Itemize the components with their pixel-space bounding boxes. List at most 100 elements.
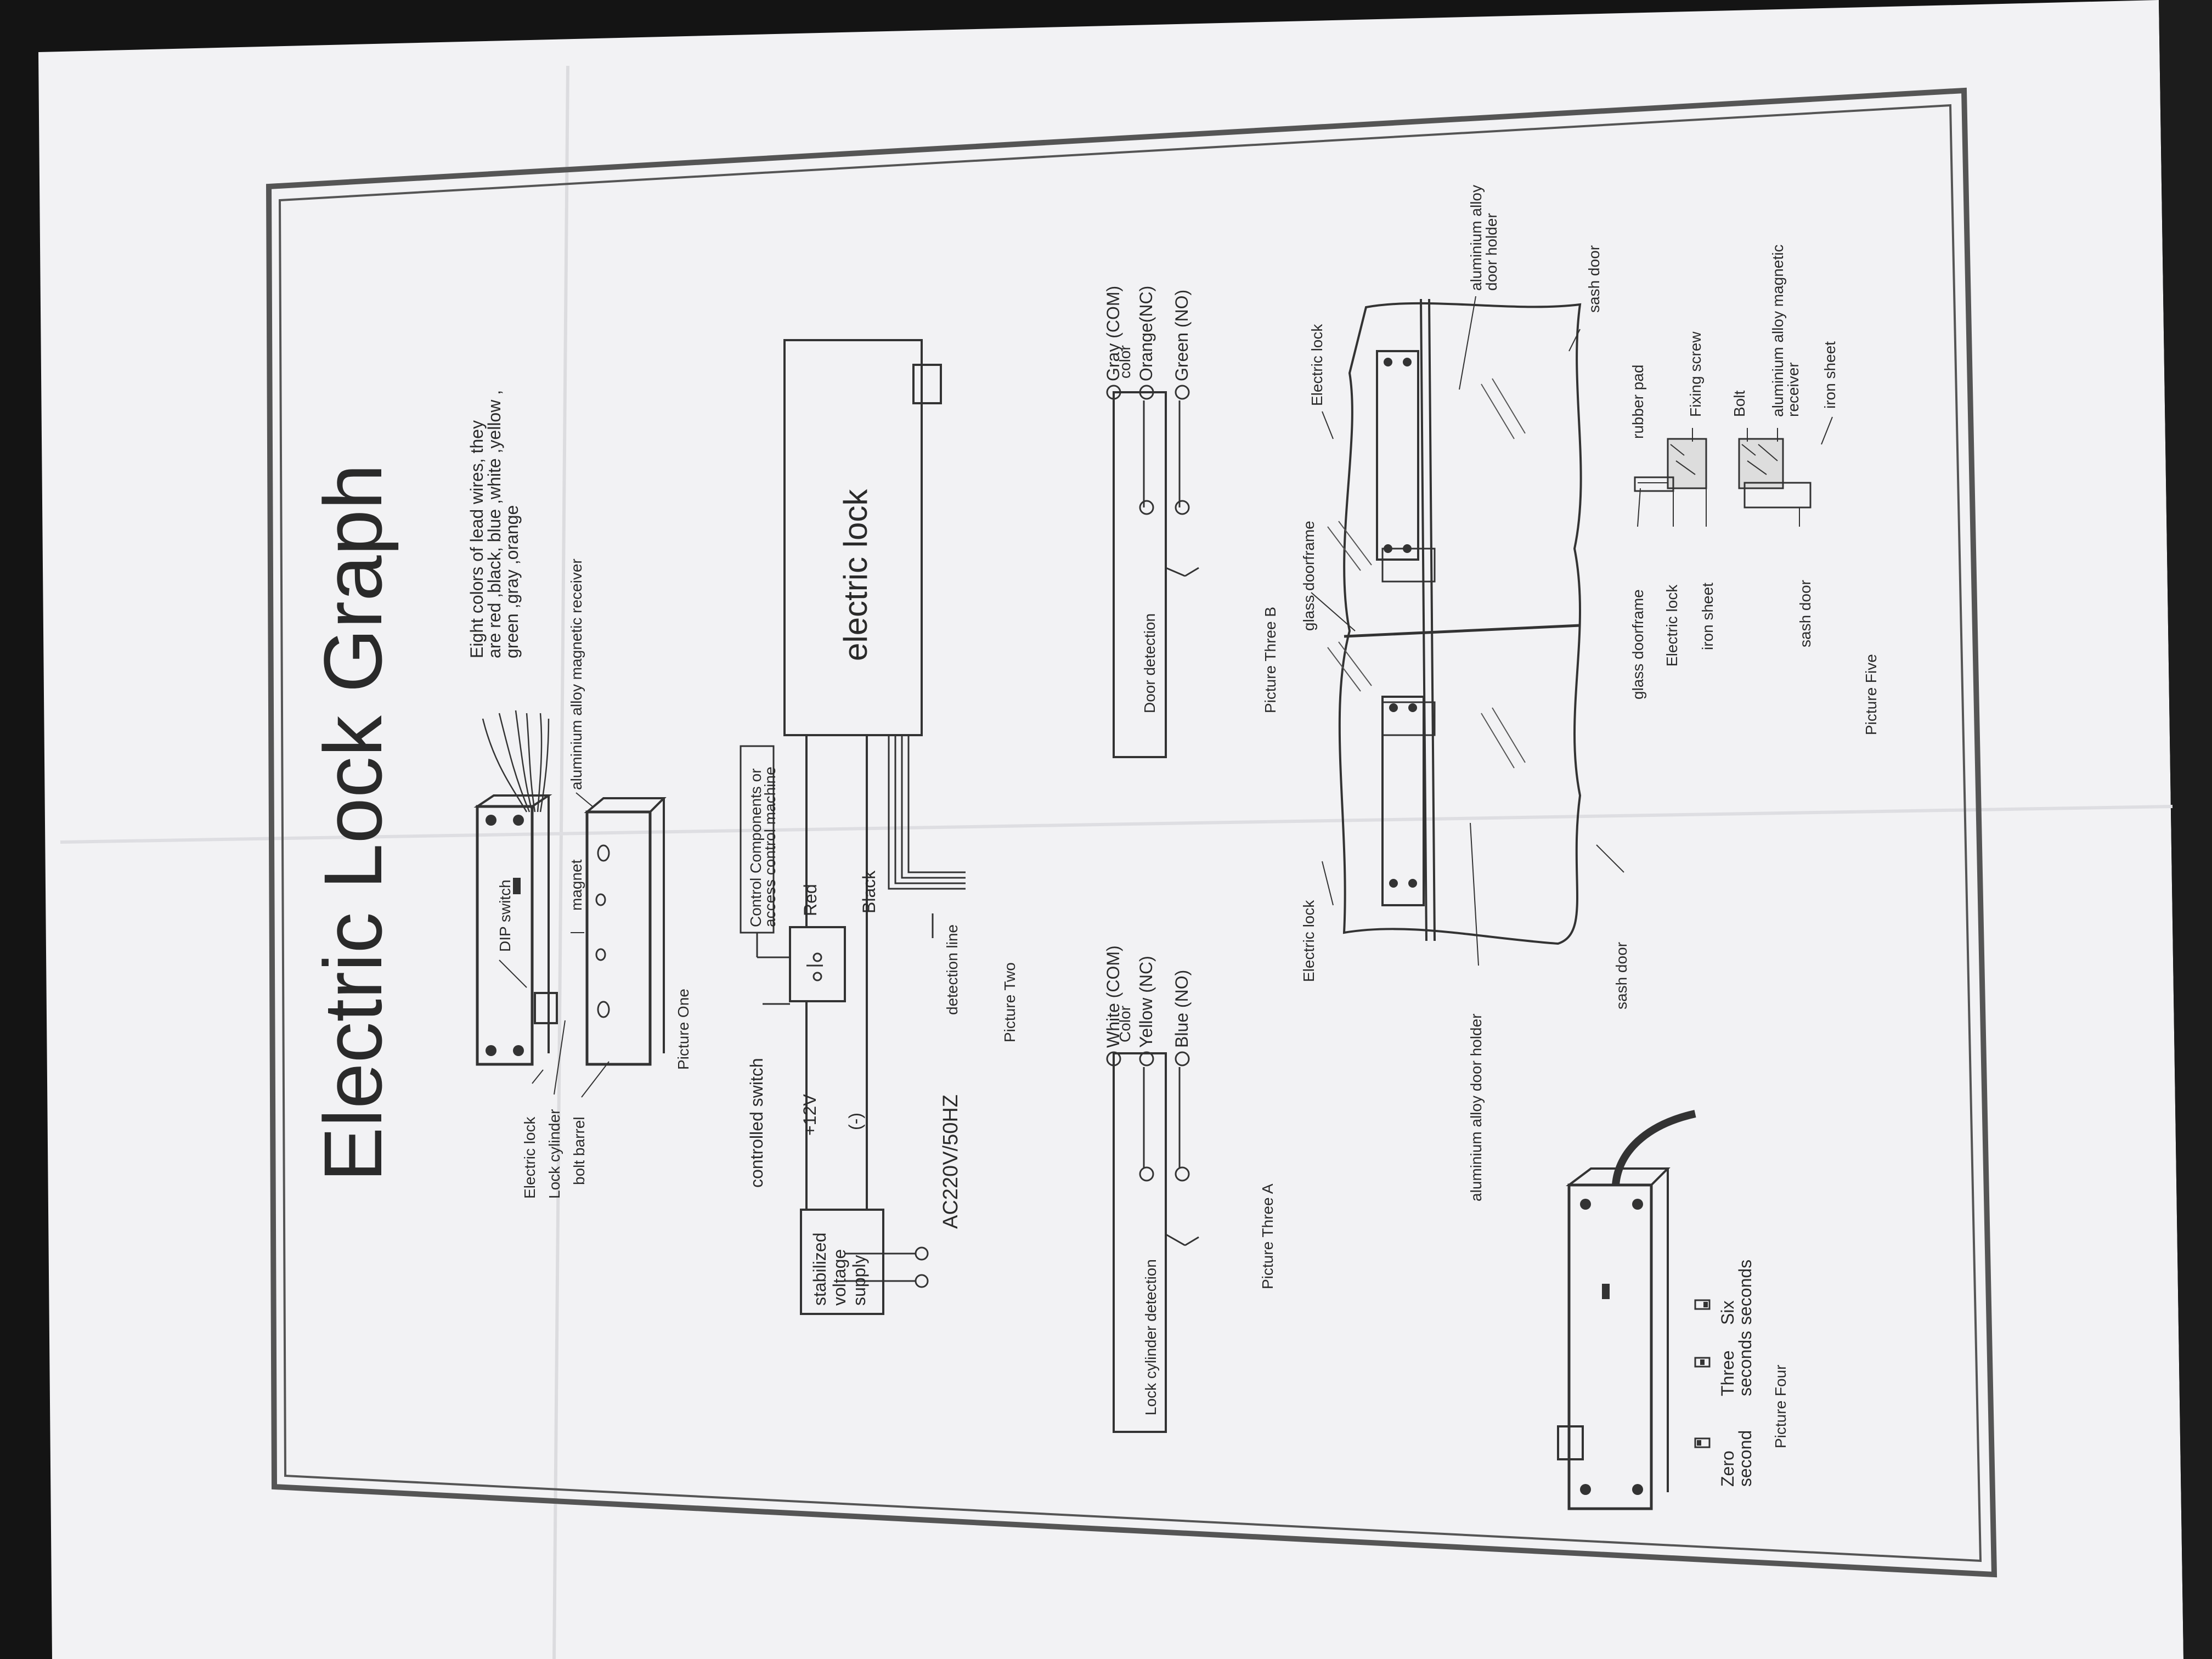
page-title: Electric Lock Graph [307, 464, 399, 1182]
timer-switch-six [1694, 1299, 1711, 1310]
label-dip-switch: DIP switch [496, 879, 514, 952]
screw-icon [1389, 703, 1398, 712]
label-electric-lock-5: Electric lock [1663, 584, 1680, 667]
screw-icon [1403, 358, 1412, 366]
label-detection-line: detection line [944, 924, 961, 1015]
leader-line [581, 1061, 610, 1098]
label-plus12v: +12V [800, 1094, 820, 1136]
leader-line [1322, 861, 1334, 906]
lead-wires [482, 710, 550, 812]
label-minus: (-) [845, 1113, 865, 1130]
paper-sheet [38, 0, 2183, 1659]
picture-five-diagram [1634, 416, 1833, 527]
label-electric-lock-right: Electric lock [1308, 324, 1325, 406]
label-control-components-2: access control machine [761, 766, 778, 927]
picture-five-caption: Picture Five [1863, 654, 1880, 735]
terminal-nc [1139, 1051, 1154, 1066]
leader-line [1311, 592, 1356, 631]
label-bolt-barrel: bolt barrel [571, 1116, 588, 1185]
leader-line [554, 1020, 566, 1095]
timer-switch-three-nub [1700, 1359, 1705, 1365]
terminal-no [1175, 1051, 1190, 1066]
label-electric-lock-box: electric lock [837, 489, 874, 661]
terminal-nc-end [1139, 500, 1154, 515]
label-supply-3: supply [849, 1255, 869, 1306]
lock-unit-cable [1612, 1110, 1696, 1186]
receiver-hole [597, 844, 610, 862]
screw-icon [1580, 1199, 1591, 1210]
picture-two-diagram [740, 339, 966, 1315]
label-control-components-1: Control Components or [747, 769, 764, 927]
terminal-no-end [1175, 500, 1190, 515]
leader-line [1596, 844, 1624, 873]
timer-switch-three [1694, 1357, 1711, 1368]
lock-plate-lower [1381, 696, 1425, 906]
label-timer-three-1: Three [1718, 1350, 1737, 1396]
leader-line [1459, 296, 1476, 390]
lock-cylinder-detection-box [1113, 1052, 1167, 1433]
label-timer-three-2: seconds [1735, 1331, 1755, 1396]
detection-wires [888, 735, 966, 890]
terminal-no [1175, 385, 1190, 400]
label-electric-lock: Electric lock [521, 1116, 538, 1199]
label-supply-1: stabilized [810, 1233, 830, 1306]
label-wire-gray: Gray (COM) [1103, 286, 1123, 381]
label-alu-door-holder-right-1: aluminium alloy [1468, 185, 1485, 291]
label-ac-line: AC220V/50HZ [939, 1094, 962, 1229]
cross-section-bar [1743, 482, 1812, 509]
label-electric-lock-left: Electric lock [1300, 900, 1317, 982]
label-wire-blue: Blue (NO) [1172, 970, 1192, 1048]
leader-line [1322, 411, 1334, 439]
receiver-hole [597, 1001, 610, 1018]
terminal-nc [1139, 385, 1154, 400]
picture-one-caption: Picture One [675, 989, 692, 1070]
label-timer-zero-2: second [1735, 1430, 1755, 1487]
receiver-hole [595, 948, 606, 961]
screw-icon [486, 1045, 496, 1056]
frame-vertical-b [1428, 298, 1436, 941]
label-magnet: magnet [568, 859, 585, 911]
switch-lever [1165, 1233, 1199, 1246]
door-installation-diagram [1311, 296, 1624, 966]
switch-node [812, 952, 822, 962]
label-lock-cylinder-detection: Lock cylinder detection [1142, 1259, 1159, 1415]
label-glass-doorframe: glass doorframe [1300, 521, 1317, 631]
label-red: Red [800, 884, 820, 916]
leader-line [1568, 329, 1581, 352]
picture-four-caption: Picture Four [1772, 1365, 1789, 1449]
outer-frame [266, 87, 1997, 1578]
label-sash-door-5: sash door [1797, 580, 1814, 647]
label-glass-doorframe-5: glass doorframe [1629, 589, 1646, 699]
terminal-node [915, 1246, 929, 1261]
picture-one-diagram [473, 710, 667, 1098]
paper-shadow [2159, 0, 2212, 1659]
leader-line [1821, 416, 1833, 445]
screw-icon [1384, 358, 1392, 366]
label-alu-door-holder-left: aluminium alloy door holder [1468, 1014, 1485, 1201]
leader-line [499, 960, 527, 988]
frame-horizontal [1344, 624, 1581, 638]
screw-icon [1632, 1484, 1643, 1495]
label-bolt: Bolt [1731, 391, 1748, 417]
label-magnetic-receiver-5-1: aluminium alloy magnetic [1769, 245, 1786, 417]
label-color-b: color [1116, 345, 1133, 379]
label-wire-green: Green (NO) [1172, 290, 1192, 381]
label-magnetic-receiver-5-2: receiver [1785, 362, 1802, 417]
label-sash-door-right: sash door [1585, 245, 1602, 313]
label-iron-sheet: iron sheet [1699, 583, 1716, 650]
lock-cylinder-shape [534, 992, 558, 1024]
timer-switch-six-nub [1703, 1302, 1708, 1307]
wire-colors-note-2: are red ,black, blue ,white ,yellow , [484, 390, 504, 658]
leader-line [1637, 488, 1641, 527]
label-controlled-switch: controlled switch [747, 1058, 766, 1188]
cross-section-hatch [1670, 444, 1778, 475]
receiver-hole [595, 893, 606, 906]
screw-icon [1580, 1484, 1591, 1495]
label-timer-six-1: Six [1718, 1301, 1737, 1325]
frame-vertical-a [1420, 298, 1427, 941]
electric-lock-box [783, 339, 923, 736]
label-black: Black [859, 870, 879, 913]
screw-icon [1389, 879, 1398, 888]
label-wire-white: White (COM) [1103, 945, 1123, 1048]
